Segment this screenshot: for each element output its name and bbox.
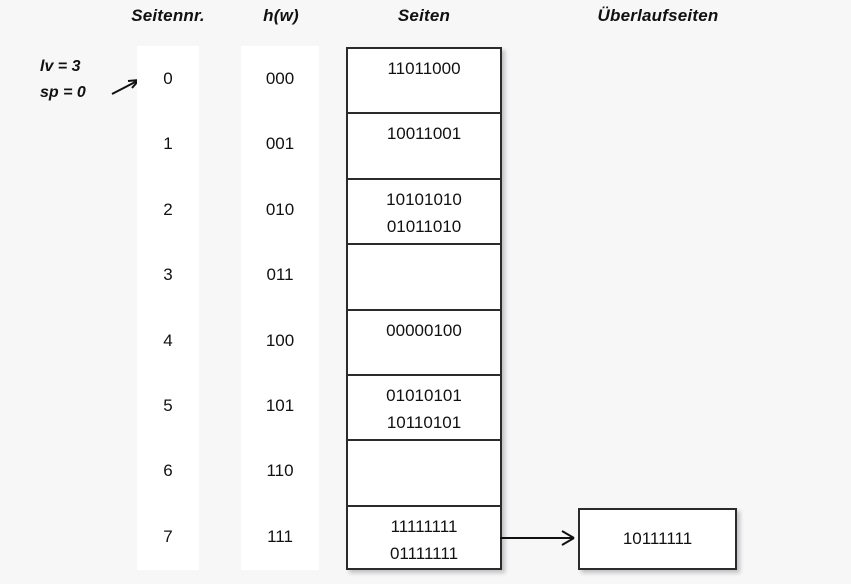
hash-value-cell-1: 001 xyxy=(265,134,295,154)
hash-value-cell-0: 000 xyxy=(265,69,295,88)
column-seitennr: 0 1 2 3 4 5 6 7 xyxy=(137,46,199,570)
parameter-annotation: lv = 3 sp = 0 xyxy=(40,54,86,106)
page-entry: 10011001 xyxy=(386,124,462,144)
page-entry: 11011000 xyxy=(387,59,461,78)
parameter-lv: lv = 3 xyxy=(40,58,81,75)
page-row: 11111111 01111111 xyxy=(348,507,500,572)
page-number-cell-1: 1 xyxy=(163,134,173,154)
page-row xyxy=(348,441,500,507)
page-number-cell-5: 5 xyxy=(163,395,173,415)
page-number-cell-2: 2 xyxy=(163,199,173,219)
hash-value-cell-5: 101 xyxy=(265,395,295,415)
page-row: 11011000 xyxy=(348,49,500,115)
parameter-sp: sp = 0 xyxy=(40,84,86,101)
column-header-hw: h(w) xyxy=(263,6,299,25)
hash-value-cell-3: 011 xyxy=(266,265,294,285)
page-entry: 11111111 xyxy=(390,516,458,536)
hash-value-cell-7: 111 xyxy=(267,526,293,546)
page-number-cell-7: 7 xyxy=(163,526,173,546)
page-number-cell-6: 6 xyxy=(163,461,173,481)
page-row: 01010101 10110101 xyxy=(348,376,500,442)
page-entry: 01011010 xyxy=(386,216,462,236)
column-header-ueberlaufseiten: Überlaufseiten xyxy=(597,6,719,25)
page-number-cell-4: 4 xyxy=(163,330,173,350)
page-stack: 11011000 10011001 10101010 01011010 00000100… xyxy=(346,47,502,570)
column-header-seitennr: Seitennr. xyxy=(131,6,205,25)
page-entry: 10110101 xyxy=(386,412,462,432)
page-number-cell-0: 0 xyxy=(163,69,173,88)
column-header-seiten: Seiten xyxy=(397,6,451,25)
page-number-cell-3: 3 xyxy=(163,265,173,285)
page-entry: 01010101 xyxy=(386,385,462,405)
page-row: 00000100 xyxy=(348,311,500,376)
overflow-page: 10111111 xyxy=(578,508,737,570)
page-row xyxy=(348,245,500,311)
page-row: 10101010 01011010 xyxy=(348,180,500,246)
page-entry: 00000100 xyxy=(386,320,462,340)
hash-value-cell-2: 010 xyxy=(265,199,295,219)
page-entry: 01111111 xyxy=(389,543,459,563)
hash-value-cell-4: 100 xyxy=(265,330,295,350)
arrow-right-icon xyxy=(500,530,575,546)
column-hw: 000 001 010 011 100 101 110 111 xyxy=(241,46,319,570)
overflow-entry: 10111111 xyxy=(622,529,693,548)
page-entry: 10101010 xyxy=(386,189,462,209)
page-row: 10011001 xyxy=(348,114,500,180)
hash-value-cell-6: 110 xyxy=(266,461,294,481)
